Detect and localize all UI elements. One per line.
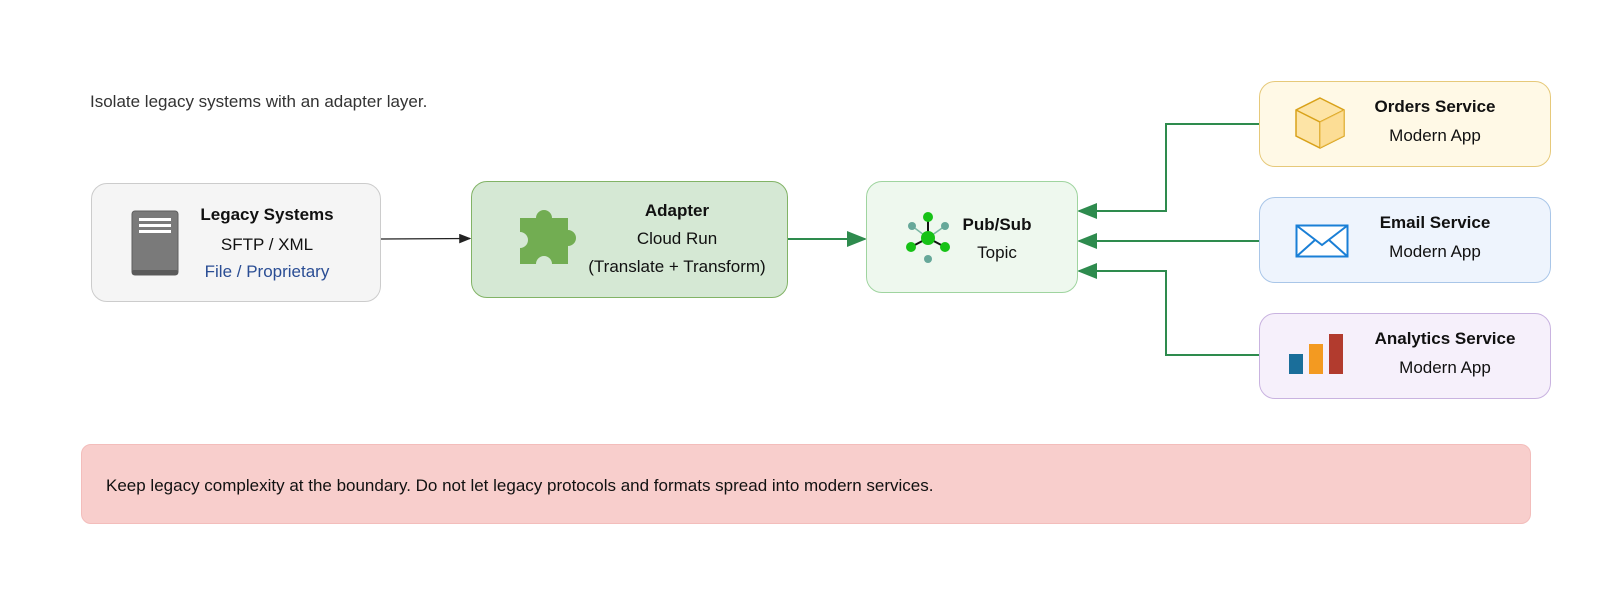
intro-text: Isolate legacy systems with an adapter l… <box>90 92 428 111</box>
bar-chart-icon <box>1289 334 1343 374</box>
arrow-legacy-to-adapter <box>380 233 472 244</box>
email-service-subtitle: Modern App <box>1389 242 1481 261</box>
arrow-orders-to-pubsub <box>1077 123 1259 219</box>
analytics-service-subtitle: Modern App <box>1399 358 1491 377</box>
arrow-analytics-to-pubsub <box>1077 263 1259 356</box>
adapter-role: (Translate + Transform) <box>588 257 766 276</box>
puzzle-piece-icon <box>520 210 576 264</box>
pubsub-hub-icon <box>906 212 950 263</box>
analytics-service-title: Analytics Service <box>1374 329 1516 348</box>
legacy-systems-node[interactable]: Legacy Systems SFTP / XML File / Proprie… <box>91 183 381 302</box>
box-icon <box>1295 97 1345 149</box>
legacy-format: File / Proprietary <box>204 262 330 281</box>
adapter-runtime: Cloud Run <box>636 229 718 248</box>
boundary-warning-banner: Keep legacy complexity at the boundary. … <box>81 444 1531 524</box>
adapter-title: Adapter <box>644 201 710 220</box>
email-service-title: Email Service <box>1379 213 1491 232</box>
server-icon <box>131 210 179 276</box>
envelope-icon <box>1295 224 1349 258</box>
banner-text: Keep legacy complexity at the boundary. … <box>106 476 934 495</box>
email-service-node[interactable]: Email Service Modern App <box>1259 197 1551 283</box>
orders-service-title: Orders Service <box>1374 97 1496 116</box>
pubsub-subtitle: Topic <box>977 243 1017 262</box>
adapter-node[interactable]: Adapter Cloud Run (Translate + Transform… <box>471 181 788 298</box>
orders-service-subtitle: Modern App <box>1389 126 1481 145</box>
analytics-service-node[interactable]: Analytics Service Modern App <box>1259 313 1551 399</box>
orders-service-node[interactable]: Orders Service Modern App <box>1259 81 1551 167</box>
pubsub-node[interactable]: Pub/Sub Topic <box>866 181 1078 293</box>
legacy-protocol: SFTP / XML <box>220 235 314 254</box>
legacy-title: Legacy Systems <box>200 205 334 224</box>
pubsub-title: Pub/Sub <box>962 215 1032 234</box>
